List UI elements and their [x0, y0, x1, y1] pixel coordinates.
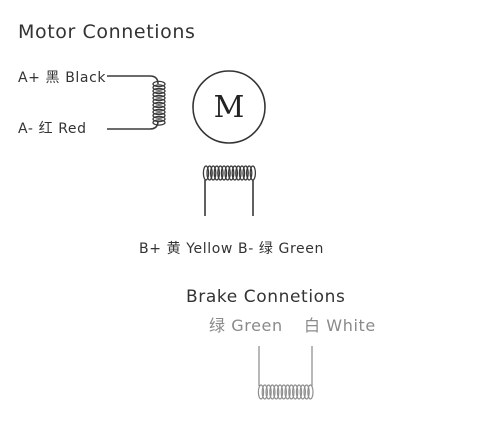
coil-loop [265, 384, 272, 400]
coil-loop [152, 84, 166, 91]
coil-loop [235, 165, 242, 181]
coil-loop [269, 384, 276, 400]
coil-loop [307, 384, 314, 400]
coil-loop [299, 384, 306, 400]
label-a-plus-black: A+ 黑 Black [18, 70, 106, 86]
coil-loop [303, 384, 310, 400]
phase-b-wires [204, 180, 254, 216]
coil-loop [152, 98, 166, 105]
coil-loop [152, 105, 166, 112]
coil-loop [202, 165, 210, 181]
phase-b-coil [202, 165, 257, 181]
phase-a-coil [152, 80, 166, 126]
label-brake-white: 白 White [304, 316, 376, 335]
coil-loop [213, 165, 221, 181]
coil-loop [209, 165, 217, 181]
coil-loop [273, 384, 280, 400]
coil-loop [284, 384, 291, 400]
coil-loop [257, 384, 265, 400]
coil-loop [276, 384, 284, 400]
coil-loop [295, 384, 303, 400]
coil-loop [292, 384, 299, 400]
coil-loop [152, 91, 166, 98]
label-brake-green: 绿 Green [209, 316, 283, 335]
phase-a-wires [107, 75, 159, 130]
brake-connections-title: Brake Connetions [186, 287, 345, 307]
brake-coil [257, 384, 314, 400]
coil-loop [231, 165, 239, 181]
motor-connections-title: Motor Connetions [18, 21, 196, 43]
coil-loop [249, 165, 257, 181]
coil-loop [280, 384, 287, 400]
label-a-minus-red: A- 红 Red [18, 121, 87, 137]
coil-loop [152, 119, 166, 126]
coil-loop [152, 108, 166, 116]
coil-loop [217, 165, 224, 181]
coil-loop [152, 94, 166, 102]
label-b-phase-yellow-green: B+ 黄 Yellow B- 绿 Green [139, 240, 324, 257]
brake-wires [258, 346, 313, 386]
coil-loop [224, 165, 231, 181]
coil-loop [152, 87, 166, 95]
coil-loop [238, 165, 246, 181]
coil-loop [242, 165, 249, 181]
coil-loop [152, 80, 166, 88]
coil-loop [152, 112, 166, 119]
coil-loop [152, 115, 166, 123]
coil-loop [220, 165, 228, 181]
motor-letter: M [214, 90, 245, 125]
coil-loop [288, 384, 295, 400]
coil-loop [152, 101, 166, 109]
motor-circle [192, 70, 266, 144]
motor-symbol: M [192, 70, 266, 144]
coil-loop [261, 384, 268, 400]
coil-loop [206, 165, 213, 181]
coil-loop [227, 165, 235, 181]
coil-loop [245, 165, 253, 181]
